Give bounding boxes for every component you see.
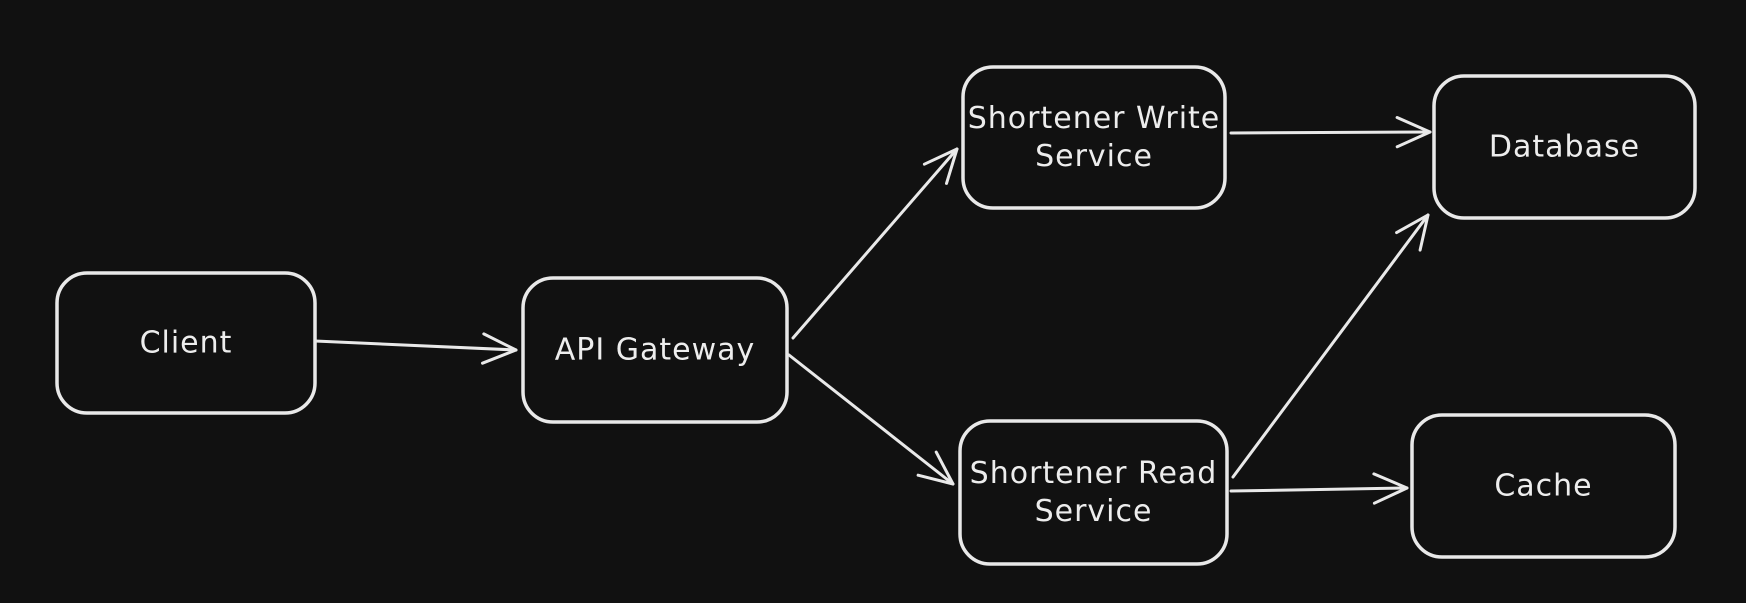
arrow-shaft-api-gateway-to-shortener-write-service [791,147,959,340]
node-label-database: Database [1489,130,1640,165]
node-label-line: API Gateway [555,333,756,368]
node-cache: Cache [1410,413,1677,559]
arrowhead-icon [1372,472,1409,505]
node-box-api-gateway [521,276,789,424]
node-label-line: Shortener Read [970,456,1218,491]
edge-api-gateway-to-shortener-read-service [787,353,955,486]
node-box-shortener-write-service [961,65,1227,210]
arrow-shaft-shortener-write-service-to-database [1229,130,1432,135]
edge-shortener-read-service-to-database [1231,213,1430,479]
arrowhead-icon [1395,116,1432,149]
arrow-shaft-client-to-api-gateway [313,339,518,352]
node-label-client: Client [140,326,233,361]
node-box-client [55,271,317,415]
node-box-database [1432,74,1697,220]
node-database: Database [1432,74,1697,220]
arrow-shaft-shortener-read-service-to-cache [1229,486,1409,493]
edge-shortener-write-service-to-database [1229,116,1432,149]
arrowhead-icon [916,450,955,486]
arrowhead-icon [922,147,959,185]
node-box-cache [1410,413,1677,559]
node-api-gateway: API Gateway [521,276,789,424]
edge-client-to-api-gateway [313,332,518,365]
node-label-line: Service [1035,494,1153,529]
arrowhead-icon [1395,213,1430,252]
edge-shortener-read-service-to-cache [1229,472,1409,505]
node-label-line: Service [1035,139,1153,174]
arrowhead-icon [481,332,518,365]
node-label-line: Client [140,326,233,361]
node-label-line: Cache [1494,469,1592,504]
node-client: Client [55,271,317,415]
arrow-shaft-api-gateway-to-shortener-read-service [787,353,955,486]
node-label-line: Shortener Write [968,101,1221,136]
node-label-line: Database [1489,130,1640,165]
node-label-api-gateway: API Gateway [555,333,756,368]
arrow-shaft-shortener-read-service-to-database [1231,213,1430,479]
edge-api-gateway-to-shortener-write-service [791,147,959,340]
node-box-shortener-read-service [958,419,1229,566]
node-label-cache: Cache [1494,469,1592,504]
